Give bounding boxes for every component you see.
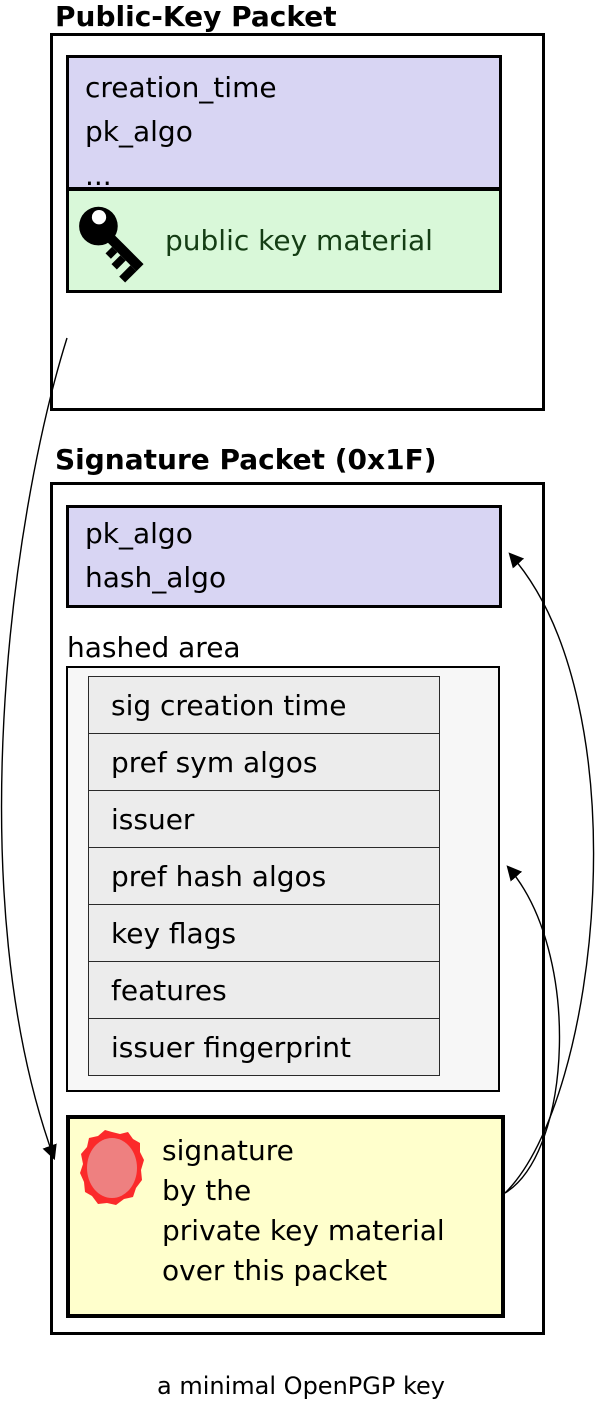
wax-seal-icon <box>80 1130 144 1205</box>
diagram-caption: a minimal OpenPGP key <box>157 1372 445 1400</box>
signature-box: signature by the private key material ov… <box>66 1115 505 1318</box>
subpacket-list: sig creation time pref sym algos issuer … <box>88 676 440 1076</box>
signature-header-box: pk_algo hash_algo <box>66 505 502 608</box>
public-key-material-label: public key material <box>165 224 433 257</box>
field-pk-algo: pk_algo <box>85 517 193 550</box>
subpacket-pref-sym-algos: pref sym algos <box>88 733 440 791</box>
field-ellipsis: ... <box>85 159 112 192</box>
field-hash-algo: hash_algo <box>85 561 227 594</box>
subpacket-issuer: issuer <box>88 790 440 848</box>
subpacket-issuer-fingerprint: issuer fingerprint <box>88 1018 440 1076</box>
hashed-area-label: hashed area <box>67 631 241 664</box>
public-key-packet-title: Public-Key Packet <box>55 0 337 33</box>
signature-text: signature by the private key material ov… <box>162 1134 445 1287</box>
subpacket-pref-hash-algos: pref hash algos <box>88 847 440 905</box>
hashed-area-box: sig creation time pref sym algos issuer … <box>66 666 500 1092</box>
subpacket-sig-creation-time: sig creation time <box>88 676 440 734</box>
field-creation-time: creation_time <box>85 71 277 104</box>
public-key-material-box: public key material <box>66 188 502 293</box>
key-icon <box>79 206 144 283</box>
public-key-header-box: creation_time pk_algo ... <box>66 55 502 192</box>
subpacket-key-flags: key flags <box>88 904 440 962</box>
field-pk-algo: pk_algo <box>85 115 193 148</box>
signature-packet-title: Signature Packet (0x1F) <box>55 443 437 476</box>
subpacket-features: features <box>88 961 440 1019</box>
